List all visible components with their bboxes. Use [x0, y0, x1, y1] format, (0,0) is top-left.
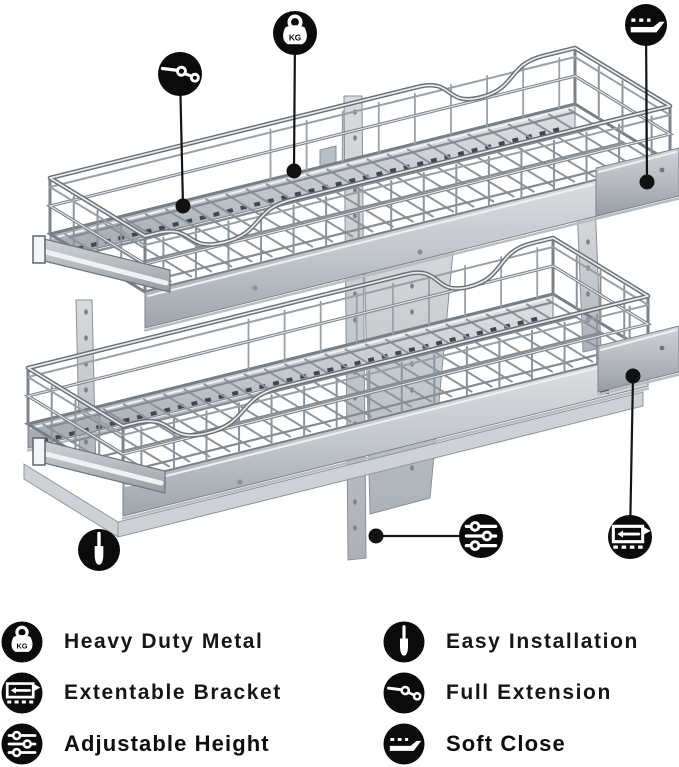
top-right-bracket	[594, 147, 679, 220]
organizer-product	[23, 45, 679, 561]
callouts: KG	[78, 4, 667, 571]
extendable-bracket-icon	[611, 524, 651, 549]
feature-row: KG Heavy Duty Metal	[1, 616, 282, 667]
callout-badge	[625, 4, 667, 46]
svg-text:KG: KG	[17, 641, 28, 650]
soft-close-icon	[630, 18, 665, 33]
callout-target-dot	[368, 528, 384, 544]
callout-target-dot	[625, 368, 641, 384]
feature-label: Adjustable Height	[64, 730, 270, 756]
feature-row: Adjustable Height	[1, 718, 282, 767]
feature-row: Soft Close	[383, 718, 639, 767]
feature-list-right: Easy Installation Full Extension Soft Cl…	[383, 616, 639, 767]
feature-label: Easy Installation	[446, 629, 639, 653]
callout-target-dot	[175, 198, 191, 214]
top-basket	[45, 45, 675, 294]
bottom-slide-rail	[32, 437, 166, 494]
feature-row: Full Extension	[383, 667, 639, 718]
base-mount-rail	[23, 391, 644, 538]
full-extension-icon	[383, 672, 425, 714]
top-slide-rail	[32, 235, 171, 293]
feature-label: Soft Close	[446, 730, 566, 756]
kg-weight-icon: KG	[283, 14, 307, 45]
kg-weight-icon: KG	[1, 621, 43, 663]
screwdriver-icon	[383, 621, 425, 663]
feature-label: Extentable Bracket	[64, 680, 282, 704]
bottom-right-bracket	[596, 325, 679, 396]
soft-close-icon-callout	[625, 4, 667, 190]
feature-row: Easy Installation	[383, 616, 639, 667]
bottom-basket	[23, 235, 653, 484]
feature-row: Extentable Bracket	[1, 667, 282, 718]
extendable-bracket-icon	[1, 672, 43, 714]
adjustable-height-icon	[1, 723, 43, 765]
adjustable-height-icon	[464, 521, 498, 551]
extendable-bracket-icon-callout	[608, 368, 652, 559]
screwdriver-icon-callout	[78, 529, 120, 571]
soft-close-icon	[383, 723, 425, 765]
feature-list-left: KG Heavy Duty Metal Extentable Bracket A…	[1, 616, 282, 767]
callout-target-dot	[639, 174, 655, 190]
full-extension-icon	[160, 65, 200, 83]
feature-label: Full Extension	[446, 680, 612, 704]
adjustable-height-icon-callout	[368, 514, 503, 558]
kg-weight-icon-callout: KG	[273, 11, 317, 179]
callout-target-dot	[286, 163, 302, 179]
full-extension-icon-callout	[158, 52, 202, 214]
screwdriver-icon	[94, 531, 104, 565]
svg-text:KG: KG	[289, 33, 301, 42]
feature-label: Heavy Duty Metal	[64, 629, 264, 653]
